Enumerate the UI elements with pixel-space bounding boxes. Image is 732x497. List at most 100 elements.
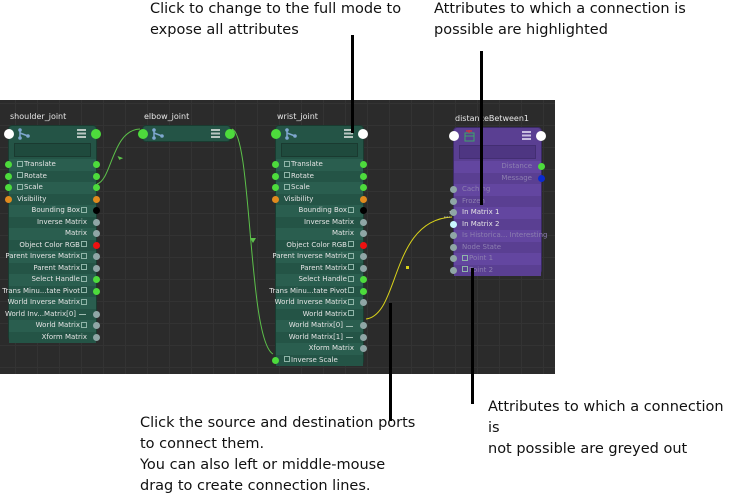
collapse-icon[interactable] [348,287,354,293]
attribute-row[interactable]: Distance [454,161,545,173]
expand-icon[interactable] [284,172,290,178]
attribute-row[interactable]: Scale [5,182,100,194]
attribute-row[interactable]: World Inv...Matrix[0] [5,308,100,320]
attribute-row[interactable]: Is Historica... Interesting [450,230,547,242]
display-mode-icon[interactable] [211,129,220,138]
collapse-icon[interactable] [348,252,354,259]
input-port[interactable] [450,209,457,217]
attribute-row[interactable]: Matrix [9,228,100,240]
attribute-row[interactable]: Node State [450,241,541,253]
output-port[interactable] [360,322,367,330]
input-port[interactable] [272,161,279,169]
attribute-row[interactable]: World Matrix [9,320,100,332]
collapse-icon[interactable] [348,241,354,247]
attribute-row[interactable]: Caching [450,184,541,196]
output-port[interactable] [360,207,367,215]
attribute-row[interactable]: Matrix [276,228,367,240]
connection-wrist-worldmatrix0-to-inmatrix2[interactable] [365,216,453,320]
output-port[interactable] [360,172,367,180]
collapse-icon[interactable] [348,275,354,282]
output-port[interactable] [93,276,100,284]
input-port[interactable] [5,184,12,192]
attribute-row[interactable]: Xform Matrix [9,331,100,343]
output-port[interactable] [360,276,367,284]
output-port[interactable] [360,195,367,203]
input-port[interactable] [450,186,457,194]
message-out-port[interactable] [91,129,101,139]
attribute-row[interactable]: Trans Minu...tate Pivot [2,285,100,297]
attribute-row[interactable]: Rotate [272,170,367,182]
attribute-row[interactable]: Parent Inverse Matrix [5,251,100,263]
node-header[interactable] [4,126,101,142]
attribute-row[interactable]: World Matrix[1] [276,331,367,343]
collapse-icon[interactable] [81,321,87,328]
connection-shoulder-scale-to-elbow[interactable] [96,128,141,185]
output-port[interactable] [360,264,367,272]
input-port[interactable] [272,356,279,364]
message-in-port[interactable] [271,129,281,139]
attribute-row[interactable]: Point 2 [450,264,541,276]
attribute-row[interactable]: Parent Matrix [276,262,367,274]
node-header[interactable] [449,128,546,144]
attribute-row[interactable]: Select Handle [276,274,367,286]
node-header[interactable] [138,126,235,142]
collapse-icon[interactable] [81,252,87,259]
expand-icon[interactable] [284,183,290,190]
attribute-filter-field[interactable] [14,143,91,157]
attribute-row[interactable]: Parent Inverse Matrix [272,251,367,263]
attribute-row[interactable]: In Matrix 1 [450,207,541,219]
output-port[interactable] [93,241,100,249]
output-port[interactable] [93,172,100,180]
display-mode-icon[interactable] [522,131,531,140]
output-port[interactable] [93,264,100,272]
attribute-row[interactable]: World Matrix [276,308,363,320]
attribute-row[interactable]: World Inverse Matrix [275,297,367,309]
attribute-row[interactable]: Xform Matrix [276,343,367,355]
collapse-icon[interactable] [81,275,87,282]
input-port[interactable] [450,220,457,228]
node-header[interactable] [271,126,368,142]
expand-icon[interactable] [462,254,468,261]
output-port[interactable] [360,241,367,249]
attribute-row[interactable]: Parent Matrix [9,262,100,274]
attribute-row[interactable]: Message [454,172,545,184]
attribute-row[interactable]: World Matrix[0] [276,320,367,332]
expand-icon[interactable] [462,266,468,272]
collapse-icon[interactable] [348,310,354,316]
collapse-icon[interactable] [81,298,87,305]
input-port[interactable] [5,172,12,180]
output-port[interactable] [93,287,100,295]
expand-icon[interactable] [284,160,290,167]
collapse-icon[interactable] [81,206,87,213]
collapse-icon[interactable] [348,264,354,270]
input-port[interactable] [450,243,457,251]
output-port[interactable] [360,287,367,295]
attribute-row[interactable]: Inverse Matrix [9,216,100,228]
message-in-port[interactable] [138,129,148,139]
output-port[interactable] [360,230,367,238]
input-port[interactable] [5,195,12,203]
output-port[interactable] [360,345,367,353]
output-port[interactable] [93,218,100,226]
input-port[interactable] [272,195,279,203]
attribute-row[interactable]: Visibility [5,193,100,205]
expand-icon[interactable] [17,183,23,190]
collapse-icon[interactable] [81,264,87,270]
attribute-row[interactable]: Bounding Box [9,205,100,217]
output-port[interactable] [93,184,100,192]
attribute-row[interactable]: Visibility [272,193,367,205]
attribute-row[interactable]: Inverse Scale [272,354,363,366]
output-port[interactable] [360,184,367,192]
output-port[interactable] [538,163,545,171]
output-port[interactable] [538,174,545,182]
message-in-port[interactable] [4,129,14,139]
attribute-row[interactable]: Scale [272,182,367,194]
input-port[interactable] [450,232,457,240]
node-elbow-joint[interactable] [138,125,235,142]
attribute-filter-field[interactable] [459,145,536,159]
attribute-row[interactable]: World Inverse Matrix [8,297,96,309]
attribute-row[interactable]: Object Color RGB [9,239,100,251]
